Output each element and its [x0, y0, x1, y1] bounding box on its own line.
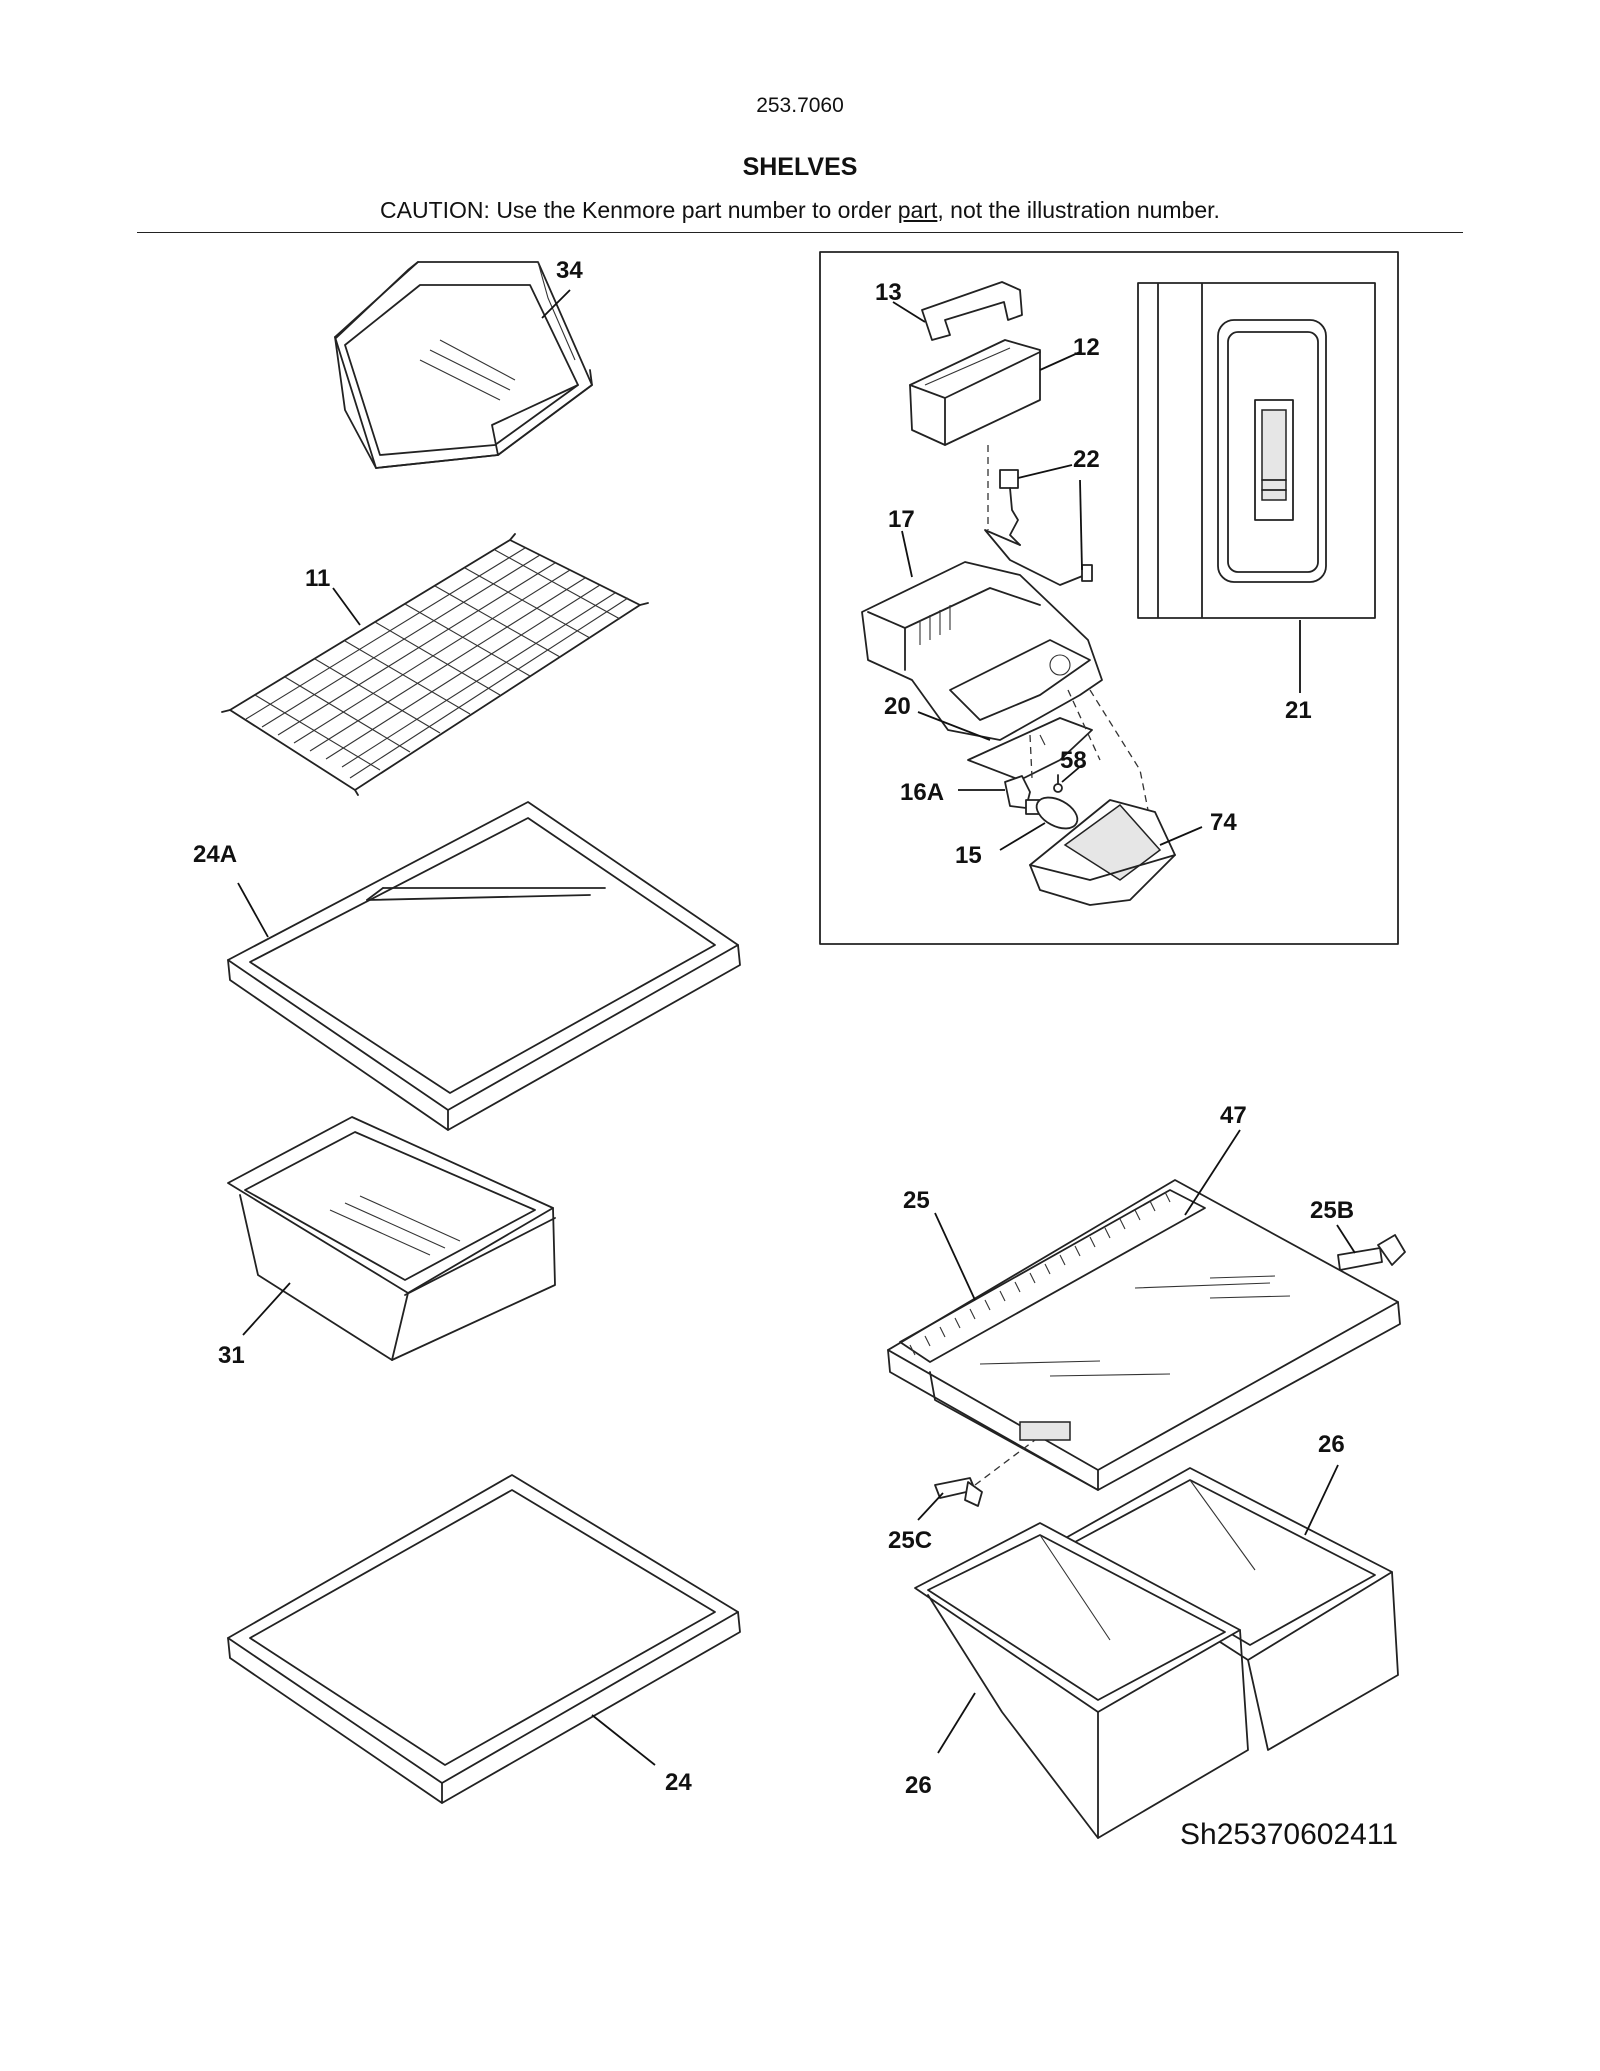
part-58-screw	[1053, 774, 1063, 793]
part-74-lens	[1029, 799, 1176, 906]
callout-22: 22	[1073, 446, 1100, 473]
callout-25: 25	[903, 1187, 930, 1214]
model-number: 253.7060	[756, 94, 844, 117]
callout-34: 34	[556, 257, 583, 284]
part-17-light-housing	[861, 561, 1103, 741]
part-31-bin	[227, 1116, 556, 1361]
callout-31: 31	[218, 1342, 245, 1369]
cover-louvers	[909, 1191, 1171, 1356]
part-24-glass-shelf	[227, 1474, 741, 1804]
part-11-wire-shelf	[221, 533, 649, 796]
callout-21: 21	[1285, 697, 1312, 724]
section-title: SHELVES	[742, 153, 858, 181]
detail-21-frame	[1137, 282, 1376, 619]
callout-26-right: 26	[1318, 1431, 1345, 1458]
callout-58: 58	[1060, 747, 1087, 774]
leader-lines	[237, 289, 1356, 1766]
callout-11: 11	[305, 565, 330, 592]
part-13-gasket	[921, 281, 1023, 341]
callout-74: 74	[1210, 809, 1237, 836]
part-22-harness	[984, 469, 1093, 586]
caution-note: CAUTION: Use the Kenmore part number to …	[0, 197, 1600, 224]
part-34-bin	[334, 261, 593, 469]
part-12-housing	[909, 339, 1041, 446]
callout-25c: 25C	[888, 1527, 932, 1554]
callout-16a: 16A	[900, 779, 944, 806]
callout-25b: 25B	[1310, 1197, 1354, 1224]
part-26-drawer-left	[914, 1522, 1249, 1839]
callout-15: 15	[955, 842, 982, 869]
light-assembly-frame	[819, 251, 1399, 945]
callout-24a: 24A	[193, 841, 237, 868]
caution-text-end: , not the illustration number.	[937, 197, 1220, 223]
callout-12: 12	[1073, 334, 1100, 361]
drawing-id: Sh25370602411	[1180, 1818, 1398, 1851]
part-25c-support	[934, 1439, 1036, 1507]
header-rule	[137, 232, 1463, 233]
exploded-guides	[987, 445, 1149, 811]
callout-24: 24	[665, 1769, 692, 1796]
caution-text-underlined: part	[897, 197, 938, 223]
part-15-bulb	[1025, 796, 1079, 830]
part-20-shield	[967, 717, 1093, 781]
part-47-crisper-cover	[887, 1179, 1401, 1491]
part-21-switch-detail	[1157, 283, 1327, 618]
callout-47: 47	[1220, 1102, 1247, 1129]
part-25b-support	[1337, 1234, 1406, 1271]
callout-labels: 34 11 24A 31 24 13 12 22 17 20 58 16A 15…	[193, 257, 1354, 1799]
part-24a-glass-shelf	[227, 801, 741, 1131]
callout-13: 13	[875, 279, 902, 306]
caution-text-start: CAUTION: Use the Kenmore part number to …	[380, 197, 898, 223]
callout-17: 17	[888, 506, 915, 533]
callout-20: 20	[884, 693, 911, 720]
callout-26-left: 26	[905, 1772, 932, 1799]
